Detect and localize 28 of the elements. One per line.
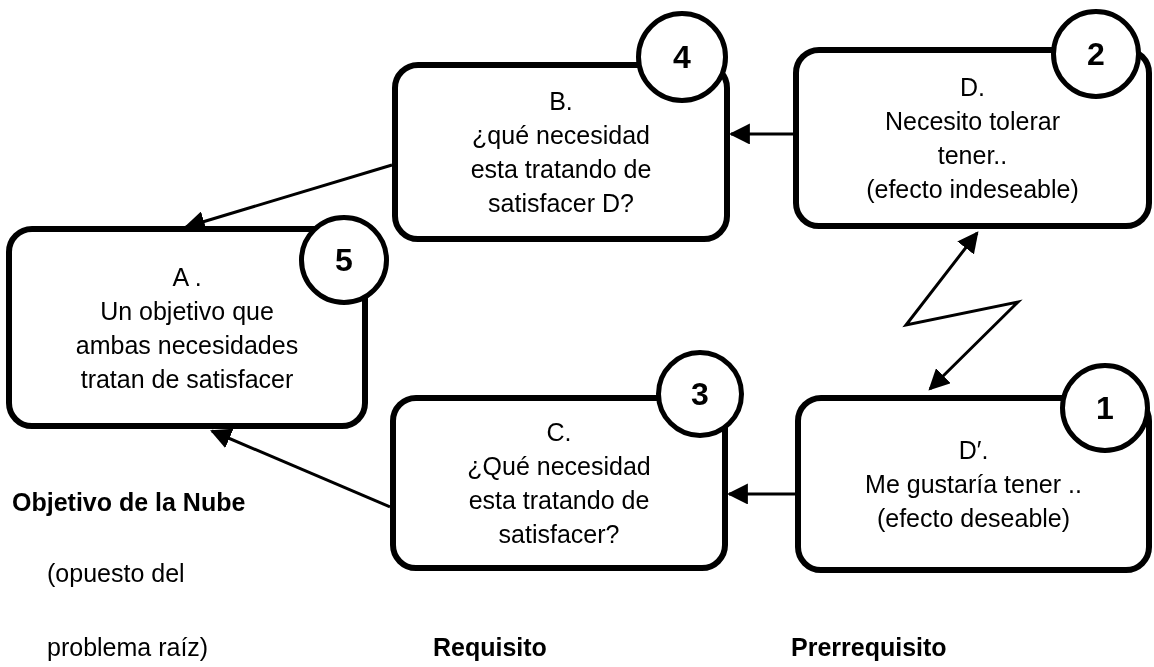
box-text: (efecto indeseable) bbox=[866, 174, 1079, 205]
step-number-badge: 3 bbox=[656, 350, 744, 438]
column-heading: Requisito bbox=[433, 633, 547, 662]
step-number-badge: 2 bbox=[1051, 9, 1141, 99]
step-number-badge: 4 bbox=[636, 11, 728, 103]
box-text: Un objetivo que ambas necesidades tratan de satisfacer bbox=[74, 295, 300, 395]
box-text: (efecto deseable) bbox=[876, 503, 1071, 534]
box-text: Necesito tolerar tener.. bbox=[883, 106, 1062, 171]
step-number-badge: 1 bbox=[1060, 363, 1150, 453]
step-number-badge: 5 bbox=[299, 215, 389, 305]
note-text: problema raíz) bbox=[47, 633, 209, 662]
box-heading: C. bbox=[546, 417, 572, 448]
column-heading: Prerrequisito bbox=[791, 633, 947, 662]
column-heading: Objetivo de la Nube bbox=[12, 488, 246, 517]
box-heading: D′. bbox=[958, 435, 989, 466]
box-heading: A . bbox=[172, 261, 202, 293]
box-heading: B. bbox=[549, 86, 573, 117]
box-text: Me gustaría tener .. bbox=[865, 469, 1082, 500]
rounded-box bbox=[795, 395, 1152, 573]
note-text: (opuesto del bbox=[47, 559, 185, 588]
arrow bbox=[902, 231, 1023, 391]
arrow bbox=[726, 483, 795, 505]
arrow bbox=[728, 123, 793, 145]
arrow bbox=[210, 428, 391, 509]
box-text: ¿Qué necesidad esta tratando de satisfacer? bbox=[466, 451, 652, 550]
box-heading: D. bbox=[960, 72, 985, 103]
rounded-box bbox=[6, 226, 368, 429]
box-text: ¿qué necesidad esta tratando de satisfacer D? bbox=[469, 120, 653, 219]
